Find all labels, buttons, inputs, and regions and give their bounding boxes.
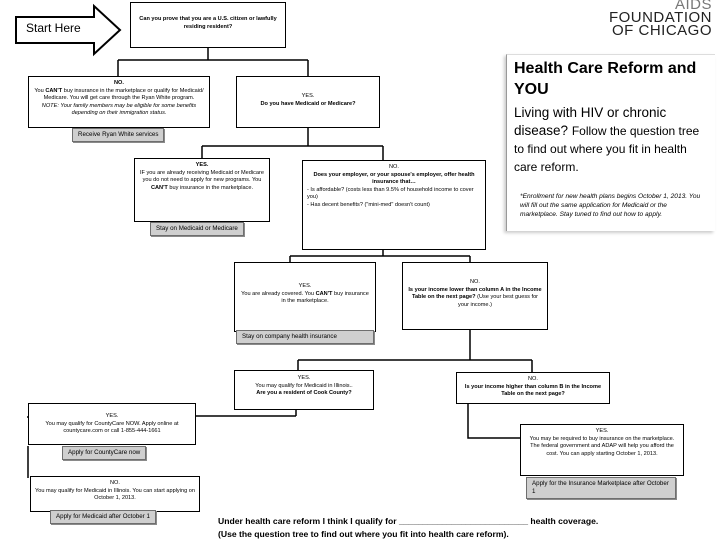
yes-marketplace-head: YES.: [595, 428, 609, 434]
question-citizen-text: Can you prove that you are a U.S. citize…: [139, 16, 277, 30]
tag-insurance-marketplace: Apply for the Insurance Marketplace afte…: [526, 477, 676, 499]
connector-no3: [297, 330, 533, 372]
footer-line1-post: health coverage.: [528, 516, 599, 526]
no-cook-county-box: NO. You may qualify for Medicaid in Illi…: [30, 476, 200, 512]
connector-q1: [117, 48, 309, 76]
no-employer-box: NO. Is your income lower than column A i…: [402, 262, 548, 330]
yes-employer-post: buy insurance in the marketplace.: [281, 290, 369, 305]
no-citizen-pre: You: [34, 87, 46, 94]
tag-company-insurance: Stay on company health insurance: [236, 330, 374, 344]
yes-medicaid-box: YES. IF you are already receiving Medica…: [134, 158, 270, 222]
no-citizen-post: buy insurance in the marketplace or qual…: [43, 87, 204, 102]
no-cook-county-head: NO.: [110, 480, 120, 486]
yes-medicaid-pre: IF you are already receiving Medicaid or…: [139, 169, 265, 184]
no-employer-head: NO.: [470, 279, 480, 285]
tag-medicaid-october: Apply for Medicaid after October 1: [50, 510, 156, 524]
yes-employer-box: YES. You are already covered. You CAN'T …: [234, 262, 376, 332]
no-income-box: NO. Is your income higher than column B …: [456, 372, 610, 404]
no-medicaid-head: NO.: [389, 164, 399, 170]
question-citizen-box: Can you prove that you are a U.S. citize…: [130, 2, 286, 48]
yes-cook-county-box: YES. You may qualify for CountyCare NOW.…: [28, 403, 196, 445]
no-cook-county-text: You may qualify for Medicaid in Illinois…: [35, 487, 195, 502]
no-medicaid-criteria-1: - Is affordable? (costs less than 9.5% o…: [307, 186, 474, 201]
panel-subtitle-instructions: Follow the question tree to find out whe…: [514, 124, 700, 174]
info-panel: [506, 54, 715, 231]
connector-yes1: [201, 128, 384, 160]
no-citizen-note: NOTE: Your family members may be eligibl…: [41, 102, 197, 117]
no-employer-paren: (Use your best guess for your income.): [458, 294, 539, 308]
logo-line-3: OF CHICAGO: [611, 22, 712, 39]
start-arrow-shape: [15, 3, 122, 57]
tag-stay-medicaid: Stay on Medicaid or Medicare: [150, 222, 244, 236]
tag-countycare: Apply for CountyCare now: [62, 446, 147, 460]
footer-blank[interactable]: ___________________________: [398, 516, 529, 526]
footer-prompt: Under health care reform I think I quali…: [218, 515, 598, 541]
connector-no4: [467, 404, 520, 439]
yes-marketplace-text: You may be required to buy insurance on …: [529, 435, 675, 457]
yes-citizen-question: Do you have Medicaid or Medicare?: [260, 100, 356, 107]
yes-citizen-head: YES.: [301, 93, 315, 99]
panel-subtitle: Living with HIV or chronic disease? Foll…: [514, 104, 712, 176]
no-medicaid-question: Does your employer, or your spouse's emp…: [313, 171, 475, 186]
logo-line-1: AIDS: [674, 0, 712, 13]
tag-ryan-white: Receive Ryan White services: [72, 128, 165, 142]
yes-cook-county-head: YES.: [105, 413, 119, 419]
yes-medicaid-bold: CAN'T: [150, 184, 168, 191]
footer-line2: (Use the question tree to find out where…: [218, 529, 509, 539]
no-citizen-box: NO. You CAN'T buy insurance in the marke…: [28, 76, 210, 128]
no-income-question: Is your income higher than column B in t…: [464, 383, 602, 398]
no-medicaid-box: NO. Does your employer, or your spouse's…: [302, 160, 486, 250]
yes-income-box: YES. You may qualify for Medicaid in Ill…: [234, 370, 374, 410]
yes-marketplace-box: YES. You may be required to buy insuranc…: [520, 424, 684, 476]
yes-medicaid-post: buy insurance in the marketplace.: [167, 184, 254, 191]
start-here-label: Start Here: [26, 21, 81, 35]
panel-subtitle-question: Living with HIV or chronic disease?: [514, 105, 667, 138]
no-employer-question: Is your income lower than column A in th…: [408, 286, 542, 301]
footer-line1-pre: Under health care reform I think I quali…: [218, 516, 399, 526]
no-medicaid-criteria-2: - Has decent benefits? ("mini-med" doesn…: [307, 201, 430, 208]
yes-income-head: YES.: [297, 375, 311, 381]
yes-employer-bold: CAN'T: [315, 290, 333, 297]
panel-title: Health Care Reform and YOU: [514, 60, 697, 98]
yes-income-text: You may qualify for Medicaid in Illinois…: [255, 382, 353, 389]
yes-employer-pre: You are already covered. You: [241, 290, 316, 297]
yes-cook-county-text: You may qualify for CountyCare NOW. Appl…: [45, 420, 179, 435]
no-income-head: NO.: [528, 376, 538, 382]
logo-line-2: FOUNDATION: [608, 9, 712, 26]
yes-medicaid-head: YES.: [195, 162, 209, 168]
aids-foundation-logo: AIDS FOUNDATION OF CHICAGO: [608, 0, 712, 39]
yes-employer-head: YES.: [298, 283, 312, 289]
no-citizen-bold: CAN'T: [45, 87, 63, 94]
connector-no2: [289, 250, 471, 262]
yes-income-question: Are you a resident of Cook County?: [256, 390, 352, 397]
enrollment-note: *Enrollment for new health plans begins …: [520, 193, 701, 219]
yes-citizen-box: YES. Do you have Medicaid or Medicare?: [236, 76, 380, 128]
no-citizen-head: NO.: [114, 80, 124, 86]
